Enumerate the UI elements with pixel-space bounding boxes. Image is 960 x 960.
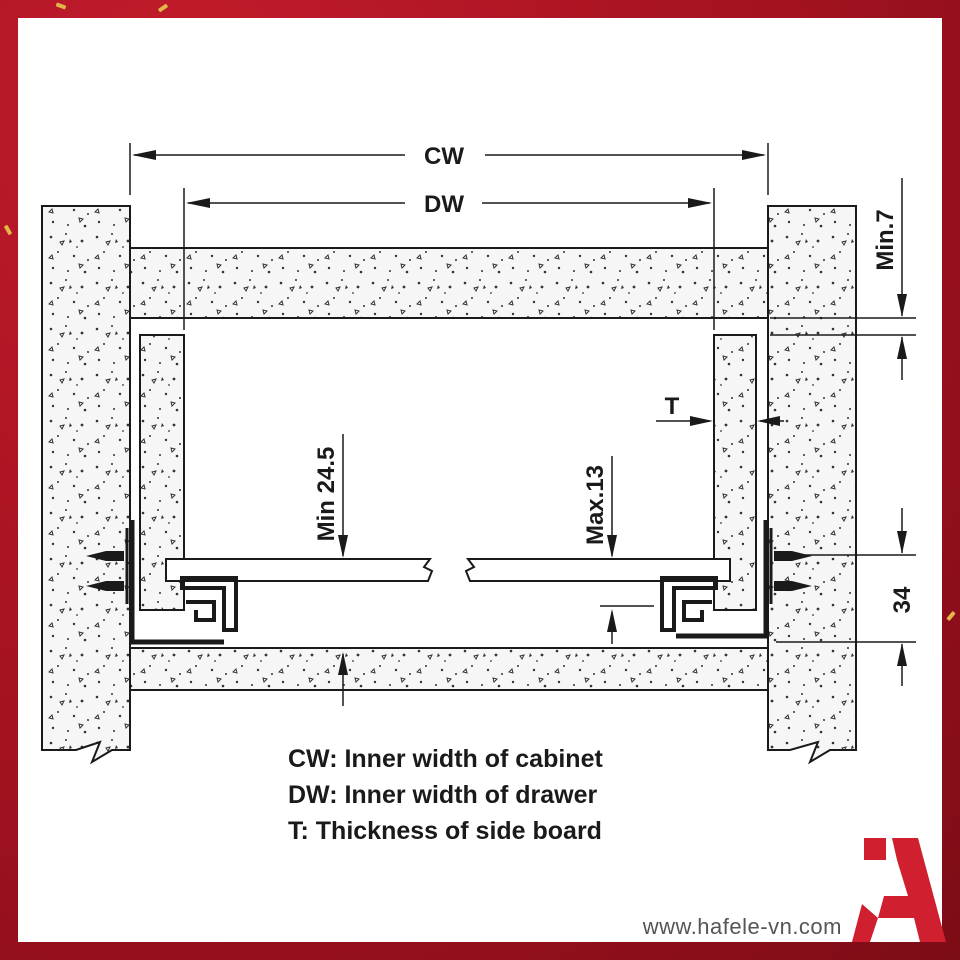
cw-label: CW — [424, 143, 464, 170]
t-dimension — [656, 416, 784, 426]
legend-line-dw: DW: Inner width of drawer — [288, 781, 598, 809]
dw-label: DW — [424, 191, 464, 218]
min7-label: Min.7 — [872, 209, 899, 270]
t-label: T — [665, 393, 680, 420]
runner-right — [660, 520, 773, 639]
screw-icon — [86, 551, 812, 591]
website-url: www.hafele-vn.com — [642, 914, 842, 939]
cabinet-right-wall — [767, 205, 857, 765]
cabinet-left-wall — [41, 205, 131, 765]
max13-label: Max.13 — [582, 465, 609, 545]
d34-dimension — [776, 508, 916, 686]
cw-dimension — [129, 143, 769, 195]
hafele-logo-icon — [852, 838, 946, 942]
runner-left — [125, 520, 238, 645]
min245-label: Min 24.5 — [313, 447, 340, 542]
min245-dimension — [338, 434, 348, 706]
min7-dimension — [770, 178, 916, 380]
max13-dimension — [600, 456, 654, 644]
legend-line-cw: CW: Inner width of cabinet — [288, 745, 603, 773]
drawer-bottom-panel — [165, 558, 731, 582]
legend-line-t: T: Thickness of side board — [288, 817, 602, 845]
cabinet-bottom-board — [129, 647, 769, 691]
cabinet-top-board — [129, 247, 769, 319]
dw-dimension — [183, 188, 715, 330]
legend: CW: Inner width of cabinet DW: Inner wid… — [288, 745, 603, 845]
d34-label: 34 — [889, 586, 916, 613]
